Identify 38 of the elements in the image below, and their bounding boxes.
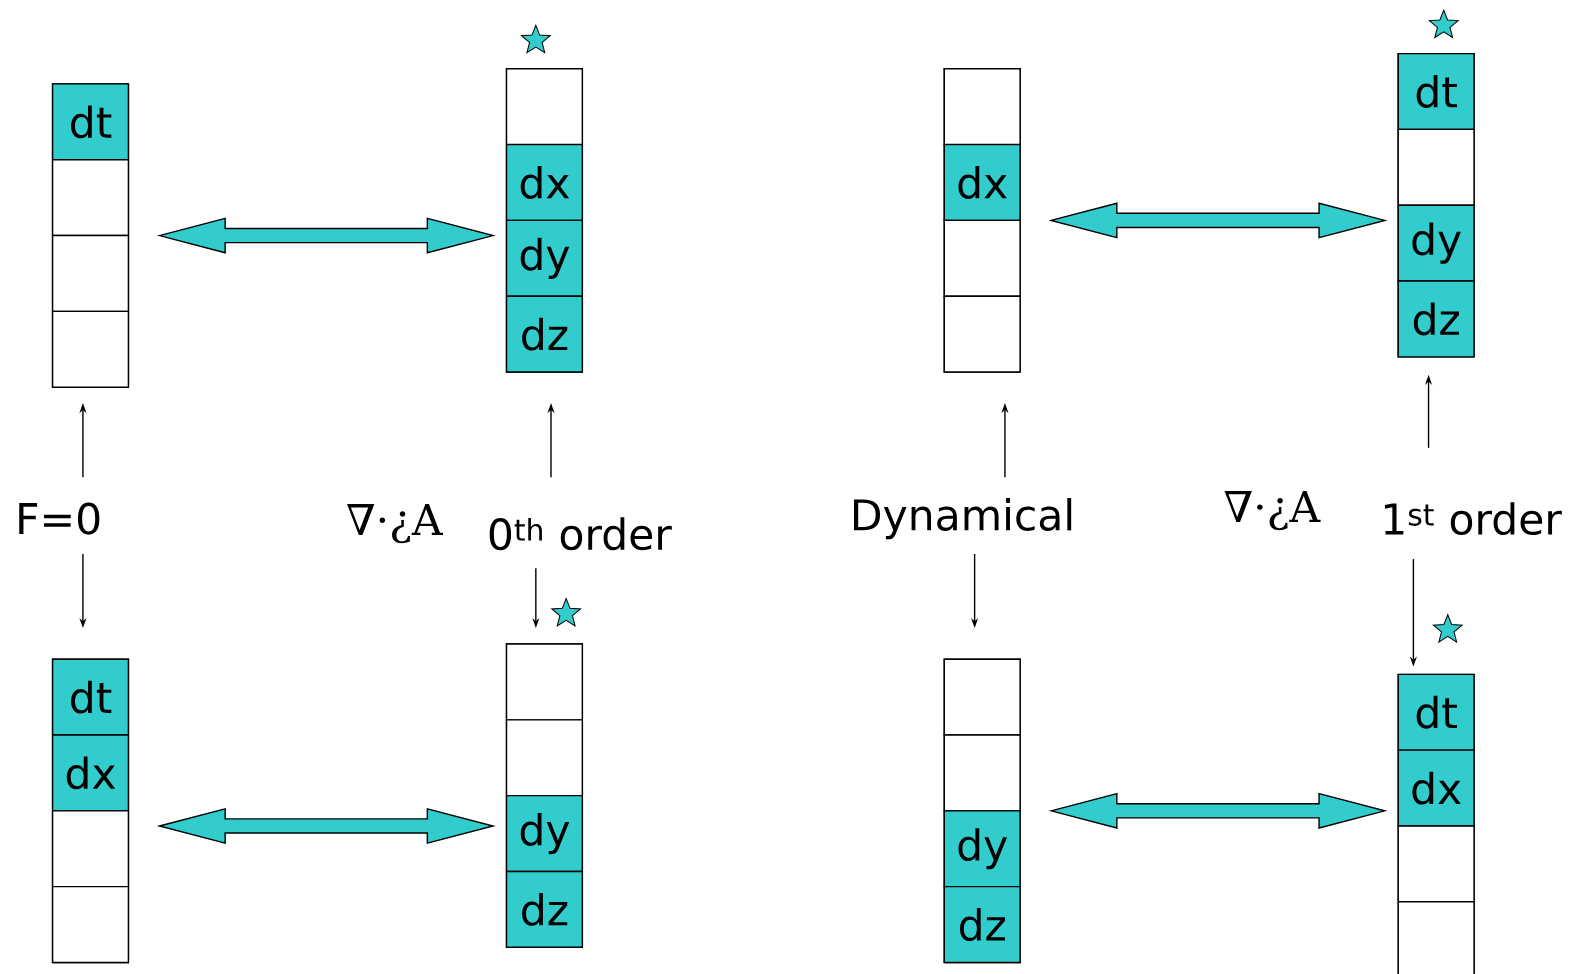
cell (1397, 901, 1475, 974)
cell: dt (51, 658, 130, 736)
cell: dz (505, 870, 584, 948)
cell: dy (943, 810, 1021, 888)
cell (505, 68, 584, 146)
cell: dy (505, 219, 584, 297)
label-text: Dynamical (854, 498, 1072, 540)
cell: dx (943, 143, 1021, 222)
cell: dx (1397, 749, 1475, 827)
cell: dz (505, 295, 584, 373)
cell (51, 234, 130, 313)
cell: dx (51, 734, 130, 812)
cell: dz (1397, 280, 1475, 358)
cell (943, 68, 1021, 146)
cell: dt (1397, 52, 1475, 131)
cell (505, 643, 584, 721)
cell (51, 810, 130, 888)
cell (505, 719, 584, 797)
cell (943, 734, 1021, 812)
cell (943, 219, 1021, 297)
label-text: 1$^{st}$ order (1384, 502, 1562, 536)
formula-label: ∇·¿A (1224, 490, 1321, 531)
label-text: 0$^{th}$ order (489, 517, 672, 551)
cell (51, 159, 130, 237)
cell (1397, 825, 1475, 903)
cell (1397, 128, 1475, 206)
cell: dt (51, 83, 130, 161)
cell: dt (1397, 673, 1475, 751)
cell: dx (505, 143, 584, 222)
cell: dy (505, 794, 584, 873)
cell: dz (943, 885, 1021, 964)
cell (943, 658, 1021, 736)
cell (943, 295, 1021, 373)
formula-label: ∇·¿A (347, 504, 444, 544)
label-text: F=0 (19, 502, 100, 535)
cell (51, 885, 130, 964)
cell: dy (1397, 204, 1475, 282)
cell (51, 310, 130, 388)
